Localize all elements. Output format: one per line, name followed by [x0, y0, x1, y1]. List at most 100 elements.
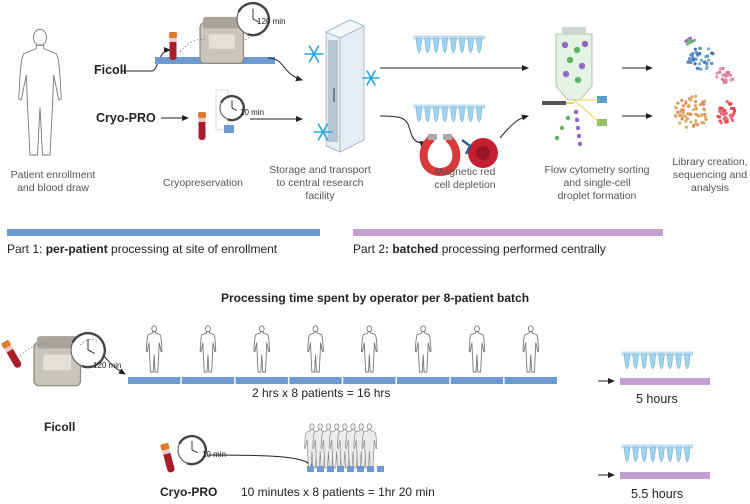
cluster-point [674, 105, 678, 109]
batch-total-cryopro: 5.5 hours [631, 487, 684, 501]
cluster-point [717, 115, 722, 119]
timer-hand-hr [87, 349, 96, 354]
snowflake-arm [317, 123, 329, 141]
vial [441, 37, 449, 54]
dotted-connector [79, 338, 98, 346]
person-head [33, 28, 47, 47]
cluster-point [725, 117, 729, 121]
cryopro-timer-icon [219, 94, 246, 122]
batch-timer-label-ficoll: 120 min [93, 361, 122, 370]
cryopro-patient-segment [317, 466, 324, 472]
droplet [565, 115, 571, 121]
cluster-point [718, 67, 723, 71]
cluster-point [689, 58, 693, 63]
snowflake-icon [313, 123, 333, 141]
vial [415, 106, 423, 123]
cluster-point [702, 107, 706, 111]
person-head [205, 325, 211, 333]
cluster-point [723, 108, 727, 113]
cluster-point [680, 114, 684, 118]
cluster-point [694, 94, 698, 98]
antibody [461, 139, 472, 155]
cluster-point [678, 113, 682, 118]
vial [441, 106, 449, 123]
magnet-icon [419, 134, 461, 177]
cluster-point [702, 60, 706, 64]
vial-strip-cap [413, 35, 486, 40]
vial [675, 446, 682, 463]
vial [640, 353, 648, 370]
cluster-point [719, 112, 724, 116]
red-blood-cell-icon [461, 138, 498, 168]
dotted-connector [19, 343, 47, 357]
tube-label [4, 345, 13, 353]
person-head [358, 423, 364, 430]
person-body [361, 331, 378, 373]
batch-person-icon [414, 325, 432, 373]
batch-title: Processing time spent by operator per 8-… [220, 291, 530, 305]
cryopro-patient-segment [327, 466, 334, 472]
cell-particle [566, 56, 574, 64]
cluster-point [728, 102, 732, 106]
part1-caption: Part 1: per-patient processing at site o… [7, 242, 277, 256]
cluster-point [705, 61, 709, 66]
vial [424, 37, 431, 54]
step-label-library: Library creation, sequencing and analysi… [672, 156, 748, 194]
arrow-freezer-to-magnet [379, 115, 427, 147]
vial-strip-cap [413, 104, 486, 109]
cluster-point [684, 119, 688, 123]
vial [649, 353, 657, 370]
cluster-point [681, 104, 685, 108]
cluster-point [681, 111, 686, 115]
batch-person-icon [522, 325, 540, 373]
cluster-point [730, 114, 734, 119]
vial [467, 106, 474, 123]
detector [597, 96, 607, 103]
vial [432, 106, 440, 123]
cluster-point [690, 95, 694, 99]
cluster-point [694, 50, 699, 54]
cluster-point [684, 39, 688, 43]
cluster-point [686, 60, 690, 64]
method-label-cryopro: Cryo-PRO [96, 111, 156, 125]
cluster-point [705, 65, 709, 69]
ficoll-patient-segment [504, 377, 557, 384]
cluster-point [697, 62, 701, 66]
batch-timer-label-cryopro: 10 min [202, 450, 227, 459]
droplet [573, 109, 579, 115]
cluster-point [680, 117, 684, 121]
cluster-point [724, 73, 728, 78]
vial [467, 37, 474, 54]
freezer-icon [325, 19, 365, 153]
cluster-point [703, 112, 707, 117]
vial [458, 106, 466, 123]
cryopro-batched-bar [620, 472, 710, 479]
tube-body [162, 449, 175, 473]
cluster-point [684, 125, 689, 129]
person-head [333, 423, 340, 430]
centrifuge-lid [202, 16, 241, 29]
cluster-point [694, 57, 698, 61]
vial-strip-cap [621, 351, 694, 356]
vial [450, 37, 457, 54]
cluster-point [687, 104, 691, 108]
tube-label [169, 38, 177, 42]
cluster-point [722, 117, 726, 121]
magnet-pole [443, 134, 452, 140]
person-head [474, 325, 480, 333]
person-head [420, 325, 426, 333]
cluster-point [696, 66, 701, 71]
tube-body [169, 38, 177, 60]
droplet [576, 133, 582, 139]
tube-label [198, 118, 206, 122]
signal [573, 99, 601, 124]
cluster-point [679, 110, 683, 114]
ficoll-patient-segment [397, 377, 450, 384]
cluster-point [725, 70, 729, 75]
person-body [361, 428, 378, 469]
timer-hand-hr [231, 107, 238, 111]
vial [458, 37, 466, 54]
timer-arc [237, 1, 270, 37]
cytometer-cap [562, 27, 586, 35]
centrifuge-panel [208, 34, 235, 49]
